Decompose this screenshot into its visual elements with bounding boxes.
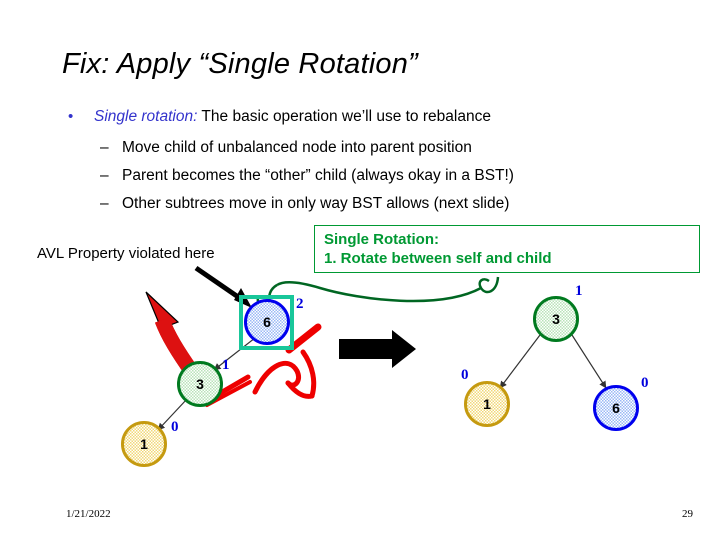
after-tree-edges [499, 334, 607, 389]
dash-marker-icon: – [100, 195, 109, 212]
balance-label-after-3: 1 [575, 283, 583, 299]
dash-marker-icon: – [100, 139, 109, 156]
footer-date: 1/21/2022 [66, 508, 111, 520]
page-title: Fix: Apply “Single Rotation” [62, 48, 418, 80]
tree-node-after-6: 6 [593, 385, 639, 431]
single-rotation-callout: Single Rotation: 1. Rotate between self … [314, 225, 700, 273]
balance-label-before-1: 0 [171, 419, 179, 435]
callout-line-1: 1. Rotate between self and child [324, 250, 552, 267]
highlight-square [239, 295, 294, 350]
balance-label-after-1: 0 [461, 367, 469, 383]
tree-node-after-1: 1 [464, 381, 510, 427]
bullet-level2-2: –Other subtrees move in only way BST all… [100, 195, 509, 213]
tree-node-after-3: 3 [533, 296, 579, 342]
tree-node-before-1: 1 [121, 421, 167, 467]
balance-label-before-6: 2 [296, 296, 304, 312]
dash-marker-icon: – [100, 167, 109, 184]
tree-node-before-3: 3 [177, 361, 223, 407]
bullet-level2-0-text: Move child of unbalanced node into paren… [122, 139, 472, 156]
node-value: 3 [552, 311, 560, 327]
transform-arrow-icon [339, 330, 416, 368]
node-value: 6 [612, 400, 620, 416]
balance-label-after-6: 0 [641, 375, 649, 391]
bullet-level1-lead: Single rotation: [94, 108, 198, 125]
node-value: 1 [140, 436, 148, 452]
node-value: 1 [483, 396, 491, 412]
avl-violation-label: AVL Property violated here [37, 245, 215, 262]
rotation-arrow-icon [145, 291, 199, 377]
bullet-level2-1-text: Parent becomes the “other” child (always… [122, 167, 514, 184]
callout-line-0: Single Rotation: [324, 231, 439, 248]
bullet-level1: • Single rotation: The basic operation we… [68, 108, 668, 126]
bullet-level2-1: –Parent becomes the “other” child (alway… [100, 167, 514, 185]
footer-page-number: 29 [682, 508, 693, 520]
bullet-marker-icon: • [68, 108, 74, 125]
bullet-level2-0: –Move child of unbalanced node into pare… [100, 139, 472, 157]
bullet-level1-rest: The basic operation we’ll use to rebalan… [197, 108, 491, 125]
tree-node-before-6: 6 [244, 299, 290, 345]
node-value: 3 [196, 376, 204, 392]
balance-label-before-3: 1 [222, 357, 230, 373]
bullet-level2-2-text: Other subtrees move in only way BST allo… [122, 195, 510, 212]
node-value: 6 [263, 314, 271, 330]
